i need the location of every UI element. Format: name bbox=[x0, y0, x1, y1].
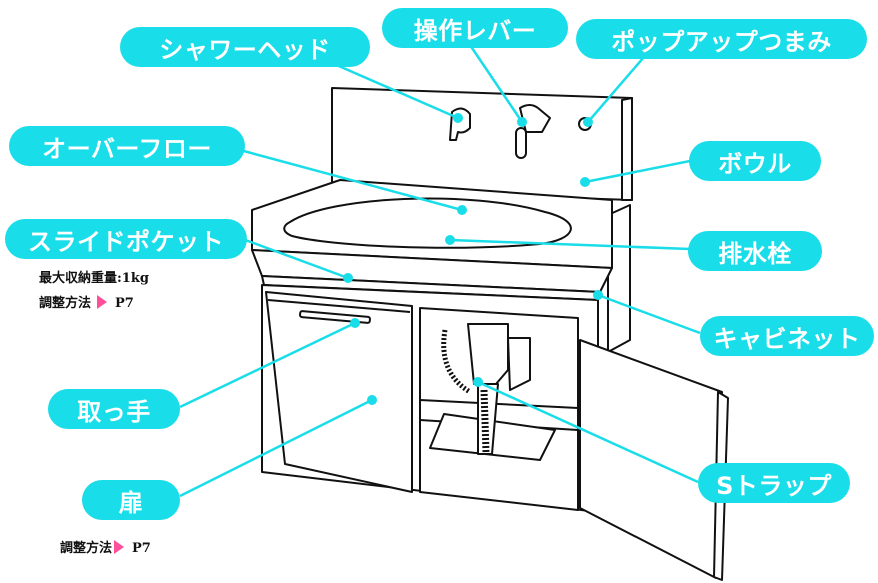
label-s-trap: Sトラップ bbox=[698, 463, 850, 503]
arrow-icon bbox=[114, 540, 124, 554]
arrow-icon bbox=[97, 295, 107, 309]
pocket-adjust-page[interactable]: P7 bbox=[115, 296, 134, 311]
label-lever: 操作レバー bbox=[382, 8, 568, 48]
label-slide-pocket: スライドポケット bbox=[5, 219, 247, 259]
label-cabinet: キャビネット bbox=[700, 316, 874, 356]
label-overflow: オーバーフロー bbox=[9, 126, 245, 166]
label-bowl: ボウル bbox=[689, 141, 821, 181]
pocket-adjust-note: 調整方法 P7 bbox=[39, 295, 134, 313]
pocket-adjust-label: 調整方法 bbox=[39, 296, 91, 311]
door-adjust-label: 調整方法 bbox=[60, 541, 112, 556]
label-handle: 取っ手 bbox=[48, 389, 180, 429]
label-shower-head: シャワーヘッド bbox=[120, 27, 370, 67]
left-door bbox=[266, 292, 412, 492]
label-popup-knob: ポップアップつまみ bbox=[576, 19, 867, 59]
pocket-weight-note: 最大収納重量:1kg bbox=[39, 270, 149, 288]
right-door bbox=[580, 340, 722, 578]
backsplash-side bbox=[622, 98, 632, 200]
door-adjust-page[interactable]: P7 bbox=[132, 541, 151, 556]
door-adjust-note: 調整方法 P7 bbox=[60, 540, 151, 558]
label-drain-plug: 排水栓 bbox=[688, 231, 822, 271]
label-door: 扉 bbox=[82, 480, 180, 520]
